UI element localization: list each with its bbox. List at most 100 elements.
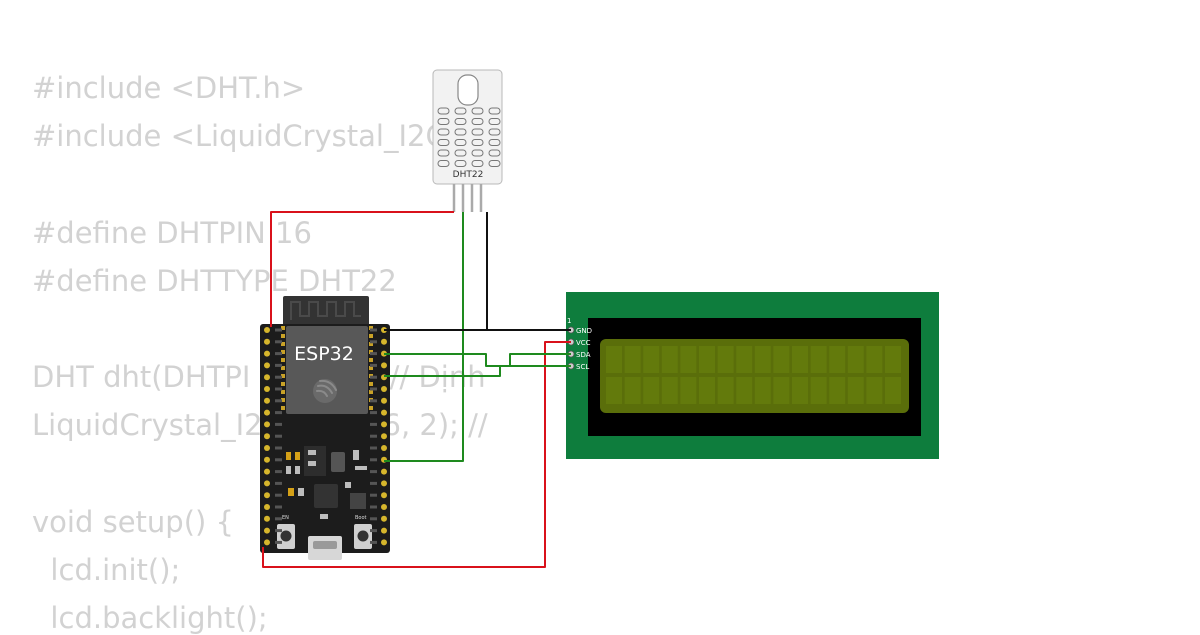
code-line: lcd.init(); xyxy=(32,553,181,587)
esp32-pin[interactable] xyxy=(264,409,270,416)
lcd-cell xyxy=(810,346,827,373)
dht22-label: DHT22 xyxy=(453,170,484,180)
esp32-pin[interactable] xyxy=(264,539,270,546)
lcd-cell xyxy=(810,377,827,404)
lcd-cell xyxy=(680,346,697,373)
lcd-pin-vcc-label: VCC xyxy=(576,339,591,347)
esp32-antenna-trace xyxy=(290,301,361,320)
wire-lcd-scl[interactable] xyxy=(384,365,571,377)
lcd-pin-gnd-label: GND xyxy=(576,327,592,335)
lcd1602-module[interactable]: 1 GND VCC SDA SCL xyxy=(566,292,939,459)
lcd-pin-scl-label: SCL xyxy=(576,363,589,371)
esp32-left-pin-header xyxy=(264,327,282,546)
esp32-pin[interactable] xyxy=(264,480,270,487)
esp32-pin[interactable] xyxy=(381,515,387,522)
lcd-cell xyxy=(885,377,901,404)
lcd-cell xyxy=(736,377,753,404)
lcd-cell xyxy=(773,346,790,373)
esp32-pin[interactable] xyxy=(381,433,387,440)
micro-usb-port[interactable] xyxy=(308,536,342,560)
esp32-module-castellations xyxy=(281,326,373,410)
lcd-pin-marker: 1 xyxy=(567,317,571,325)
esp32-pin[interactable] xyxy=(264,456,270,463)
esp32-pin[interactable] xyxy=(264,374,270,381)
code-line: lcd.backlight(); xyxy=(32,601,268,635)
esp32-pin[interactable] xyxy=(381,468,387,475)
esp32-pin[interactable] xyxy=(381,539,387,546)
lcd-cell xyxy=(680,377,697,404)
esp32-pin[interactable] xyxy=(381,492,387,499)
lcd-cell xyxy=(699,377,715,404)
esp32-pin[interactable] xyxy=(264,362,270,369)
esp32-boot-label: Boot xyxy=(355,515,367,521)
esp32-pin[interactable] xyxy=(264,421,270,428)
esp32-pin[interactable] xyxy=(381,362,387,369)
lcd-cell xyxy=(624,346,641,373)
code-line: #include <LiquidCrystal_I2C xyxy=(32,119,446,154)
lcd-cell xyxy=(606,377,622,404)
esp32-pin[interactable] xyxy=(264,492,270,499)
lcd-cell xyxy=(829,346,846,373)
lcd-cell xyxy=(643,377,660,404)
esp32-pin[interactable] xyxy=(264,433,270,440)
code-line: void setup() { xyxy=(32,504,234,539)
wires xyxy=(262,211,571,568)
lcd-cell xyxy=(866,346,883,373)
esp32-pin[interactable] xyxy=(381,480,387,487)
wire-dht-gnd[interactable] xyxy=(384,212,488,331)
lcd-cell xyxy=(699,346,715,373)
wire-lcd-sda[interactable] xyxy=(384,353,571,367)
lcd-cell xyxy=(754,377,771,404)
esp32-pin[interactable] xyxy=(264,527,270,534)
esp32-pin[interactable] xyxy=(264,515,270,522)
lcd-cell xyxy=(847,346,864,373)
esp32-en-button[interactable] xyxy=(277,524,295,549)
esp32-en-label: EN xyxy=(282,515,289,521)
lcd-cell xyxy=(754,346,771,373)
lcd-cell xyxy=(885,346,901,373)
lcd-cell xyxy=(606,346,622,373)
esp32-pin[interactable] xyxy=(264,338,270,345)
esp32-pin[interactable] xyxy=(381,504,387,510)
lcd-cell xyxy=(661,377,678,404)
esp32-pin[interactable] xyxy=(381,445,387,451)
esp32-shield xyxy=(286,326,368,414)
esp32-pin[interactable] xyxy=(381,338,387,345)
code-line: #define DHTPIN 16 xyxy=(32,215,312,250)
wire-dht-vcc[interactable] xyxy=(270,211,454,327)
espressif-logo-icon xyxy=(313,379,337,403)
esp32-label: ESP32 xyxy=(294,343,354,365)
esp32-pin[interactable] xyxy=(381,397,387,404)
lcd-character-cells xyxy=(606,346,901,404)
esp32-pin[interactable] xyxy=(264,468,270,475)
lcd-cell xyxy=(717,377,734,404)
dht22-sensor[interactable]: DHT22 xyxy=(432,69,503,212)
lcd-cell xyxy=(624,377,641,404)
lcd-cell xyxy=(792,377,808,404)
esp32-pin[interactable] xyxy=(264,350,270,357)
code-line: #define DHTTYPE DHT22 xyxy=(32,263,397,298)
esp32-pin[interactable] xyxy=(264,445,270,451)
esp32-pin[interactable] xyxy=(381,421,387,428)
lcd-cell xyxy=(847,377,864,404)
lcd-cell xyxy=(829,377,846,404)
lcd-cell xyxy=(773,377,790,404)
wire-lcd-vcc[interactable] xyxy=(262,341,571,568)
esp32-pin[interactable] xyxy=(264,504,270,510)
lcd-cell xyxy=(717,346,734,373)
esp32-pin[interactable] xyxy=(381,527,387,534)
dht22-vent-grid xyxy=(437,107,501,167)
esp32-boot-button[interactable] xyxy=(354,524,372,549)
esp32-pin[interactable] xyxy=(264,397,270,404)
lcd-cell xyxy=(792,346,808,373)
esp32-pin[interactable] xyxy=(381,386,387,392)
esp32-pin[interactable] xyxy=(264,327,270,333)
esp32-pin[interactable] xyxy=(264,386,270,392)
lcd-cell xyxy=(736,346,753,373)
esp32-devkit[interactable]: ESP32 xyxy=(260,296,390,560)
esp32-pin[interactable] xyxy=(381,409,387,416)
lcd-pin-sda-label: SDA xyxy=(576,351,591,359)
lcd-cell xyxy=(643,346,660,373)
wire-dht-data[interactable] xyxy=(384,212,464,462)
